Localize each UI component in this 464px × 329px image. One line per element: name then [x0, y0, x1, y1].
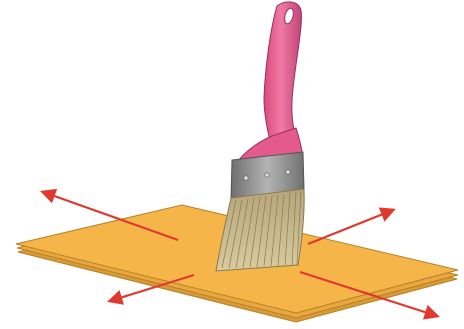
arrow-down-left	[107, 273, 195, 305]
arrow-up-left	[40, 188, 179, 242]
arrow-down-right	[299, 270, 440, 320]
ferrule-rivets	[243, 169, 291, 181]
spread-arrows	[40, 188, 440, 320]
brush-bristles	[215, 188, 305, 272]
handle-hole	[284, 7, 294, 25]
bristle-strands	[221, 190, 302, 269]
brush-handle	[263, 1, 302, 151]
arrow-up-right	[307, 207, 396, 246]
paintbrush-icon	[215, 1, 305, 272]
